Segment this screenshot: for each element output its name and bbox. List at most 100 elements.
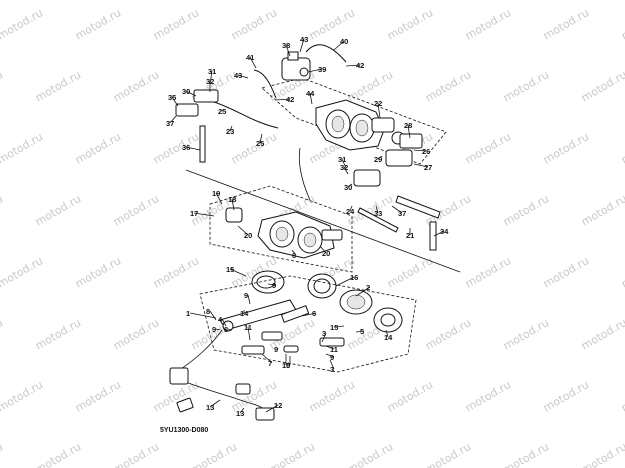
callout-leader xyxy=(189,312,217,319)
callout-leader xyxy=(237,225,249,236)
callout-43: 43 xyxy=(300,35,308,44)
callout-11: 11 xyxy=(244,323,252,332)
lower-assembly-outline xyxy=(209,185,353,273)
callout-7: 7 xyxy=(268,359,272,368)
callout-leader xyxy=(229,268,247,277)
callout-leader xyxy=(307,68,323,73)
upper-throttle-body xyxy=(315,99,405,151)
callout-leader xyxy=(221,318,227,327)
callout-19: 19 xyxy=(212,189,220,198)
callout-18: 18 xyxy=(228,195,236,204)
callout-leader xyxy=(319,245,327,254)
callout-leader xyxy=(285,44,291,57)
callout-leader xyxy=(237,74,249,79)
callout-leader xyxy=(169,115,177,124)
watermark-text: motod.ru xyxy=(579,192,625,228)
callout-leader xyxy=(247,326,251,341)
watermark-text: motod.ru xyxy=(619,378,625,414)
callout-35: 35 xyxy=(168,93,176,102)
upper-assembly-outline xyxy=(261,77,447,165)
callout-3: 3 xyxy=(322,329,326,338)
callout-11: 11 xyxy=(330,345,338,354)
watermark-text: motod.ru xyxy=(0,378,45,414)
callout-22: 22 xyxy=(374,99,382,108)
watermark-text: motod.ru xyxy=(73,254,123,290)
callout-leader xyxy=(377,102,381,119)
callout-leader xyxy=(265,404,279,413)
callout-30: 30 xyxy=(344,183,352,192)
callout-13: 13 xyxy=(206,403,214,412)
callout-28: 28 xyxy=(404,121,412,130)
watermark-text: motod.ru xyxy=(463,130,513,166)
callout-34: 34 xyxy=(440,227,449,236)
watermark-text: motod.ru xyxy=(151,6,201,42)
callout-25: 25 xyxy=(256,139,264,148)
callout-leader xyxy=(275,98,291,101)
callout-36: 36 xyxy=(182,143,190,152)
watermark-text: motod.ru xyxy=(0,68,5,104)
callout-9: 9 xyxy=(272,281,276,290)
callout-leader xyxy=(209,399,221,408)
left-sensor-bracket xyxy=(175,89,219,117)
callout-leader xyxy=(377,155,383,160)
callout-leader xyxy=(333,40,345,51)
callout-leader xyxy=(261,353,273,364)
watermark-text: motod.ru xyxy=(111,316,161,352)
callout-37: 37 xyxy=(398,209,406,218)
watermark-text: motod.ru xyxy=(385,378,435,414)
hose-23 xyxy=(213,101,279,129)
callout-15: 15 xyxy=(226,265,234,274)
callout-leader xyxy=(433,230,445,237)
callout-leader xyxy=(325,353,335,358)
callout-leader xyxy=(391,205,403,214)
callout-leader xyxy=(321,332,327,343)
callout-leader xyxy=(239,407,245,414)
callout-leader xyxy=(413,163,429,168)
section-divider xyxy=(185,169,461,273)
callout-leader xyxy=(347,183,353,188)
callout-14: 14 xyxy=(240,309,249,318)
watermark-text: motod.ru xyxy=(579,440,625,468)
callout-41: 41 xyxy=(246,53,254,62)
watermark-text: motod.ru xyxy=(33,68,83,104)
callout-15: 15 xyxy=(330,323,338,332)
callout-38: 38 xyxy=(282,41,290,50)
injectors xyxy=(241,331,345,355)
callout-21: 21 xyxy=(406,231,414,240)
watermark-text: motod.ru xyxy=(619,130,625,166)
diagram-code: 5YU1300-D080 xyxy=(160,427,208,434)
callout-27: 27 xyxy=(424,163,432,172)
callout-8: 8 xyxy=(224,325,228,334)
callout-5: 5 xyxy=(286,361,290,370)
callout-leader xyxy=(299,38,305,53)
watermark-text: motod.ru xyxy=(0,6,45,42)
watermark-text: motod.ru xyxy=(541,378,591,414)
watermark-text: motod.ru xyxy=(229,130,279,166)
watermark-text: motod.ru xyxy=(463,6,513,42)
callout-23: 23 xyxy=(226,127,234,136)
watermark-text: motod.ru xyxy=(579,316,625,352)
callout-leader xyxy=(345,64,361,67)
callout-6: 6 xyxy=(312,309,316,318)
callout-13: 13 xyxy=(236,409,244,418)
watermark-text: motod.ru xyxy=(267,440,317,468)
hose-40 xyxy=(305,44,347,63)
watermark-text: motod.ru xyxy=(579,68,625,104)
watermark-text: motod.ru xyxy=(229,6,279,42)
callout-leader xyxy=(249,56,257,69)
callout-leader xyxy=(343,166,349,175)
callout-leader xyxy=(267,283,277,286)
watermark-text: motod.ru xyxy=(73,6,123,42)
callout-10: 10 xyxy=(282,361,290,370)
rod-36 xyxy=(199,125,206,163)
watermark-text: motod.ru xyxy=(33,316,83,352)
callout-leader xyxy=(231,198,235,211)
callout-leader xyxy=(413,149,427,152)
watermark-text: motod.ru xyxy=(0,192,5,228)
callout-leader xyxy=(171,96,179,107)
watermark-text: motod.ru xyxy=(619,6,625,42)
callout-43: 43 xyxy=(234,71,242,80)
callout-leader xyxy=(247,294,251,305)
